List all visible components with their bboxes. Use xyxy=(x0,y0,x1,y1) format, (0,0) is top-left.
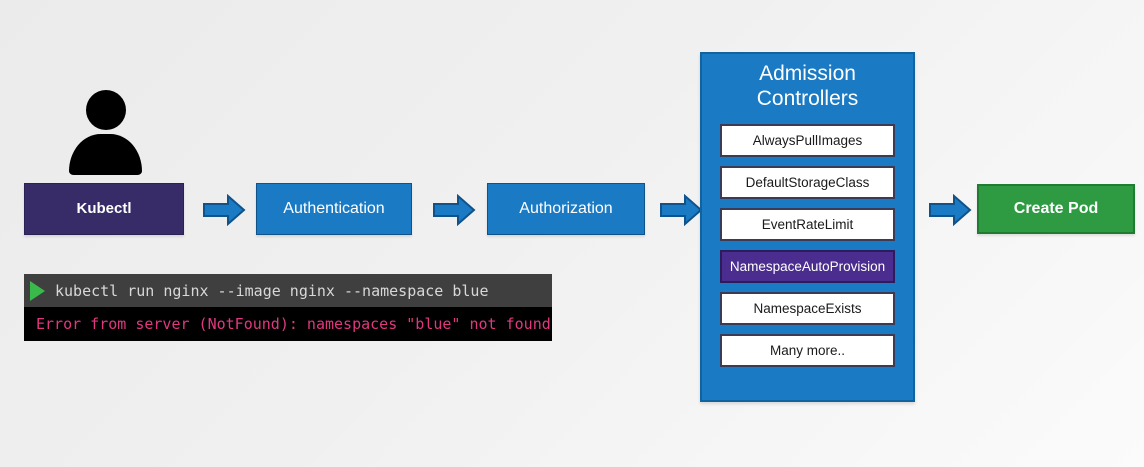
authentication-label: Authentication xyxy=(283,199,385,217)
admission-controller-label: EventRateLimit xyxy=(761,216,854,232)
admission-controller-label: NamespaceExists xyxy=(753,300,862,316)
admission-controllers-list: AlwaysPullImages DefaultStorageClass Eve… xyxy=(702,123,913,367)
admission-controller-label: DefaultStorageClass xyxy=(745,174,870,190)
terminal-command-row: kubectl run nginx --image nginx --namesp… xyxy=(24,274,552,307)
admission-controller-item-highlighted[interactable]: NamespaceAutoProvision xyxy=(720,249,895,283)
admission-controller-item[interactable]: DefaultStorageClass xyxy=(720,165,895,199)
create-pod-box[interactable]: Create Pod xyxy=(977,184,1135,234)
person-icon xyxy=(69,90,142,175)
admission-controllers-title: Admission Controllers xyxy=(702,62,913,112)
terminal-command-text: kubectl run nginx --image nginx --namesp… xyxy=(55,281,489,300)
admission-controller-item[interactable]: EventRateLimit xyxy=(720,207,895,241)
kubectl-box[interactable]: Kubectl xyxy=(24,183,184,235)
authentication-box[interactable]: Authentication xyxy=(256,183,412,235)
authorization-box[interactable]: Authorization xyxy=(487,183,645,235)
terminal-error-text: Error from server (NotFound): namespaces… xyxy=(36,315,551,333)
create-pod-label: Create Pod xyxy=(1013,199,1099,217)
person-body xyxy=(69,134,142,175)
admission-controller-label: Many more.. xyxy=(769,342,846,358)
admission-title-line1: Admission xyxy=(759,62,856,85)
right-arrow-icon xyxy=(432,194,476,226)
right-arrow-icon xyxy=(659,194,703,226)
admission-controller-item[interactable]: NamespaceExists xyxy=(720,291,895,325)
admission-title-line2: Controllers xyxy=(756,86,859,110)
kubectl-label: Kubectl xyxy=(76,200,132,218)
admission-controller-item[interactable]: Many more.. xyxy=(720,333,895,367)
person-head xyxy=(86,90,126,130)
right-arrow-icon xyxy=(928,194,972,226)
admission-controller-label: AlwaysPullImages xyxy=(752,132,863,148)
authorization-label: Authorization xyxy=(519,199,613,217)
admission-controllers-panel: Admission Controllers AlwaysPullImages D… xyxy=(700,52,915,402)
admission-controller-label: NamespaceAutoProvision xyxy=(729,258,886,274)
play-triangle-icon[interactable] xyxy=(24,280,50,302)
terminal-error-row: Error from server (NotFound): namespaces… xyxy=(24,307,552,341)
admission-controller-item[interactable]: AlwaysPullImages xyxy=(720,123,895,157)
terminal-window: kubectl run nginx --image nginx --namesp… xyxy=(24,274,552,341)
right-arrow-icon xyxy=(202,194,246,226)
